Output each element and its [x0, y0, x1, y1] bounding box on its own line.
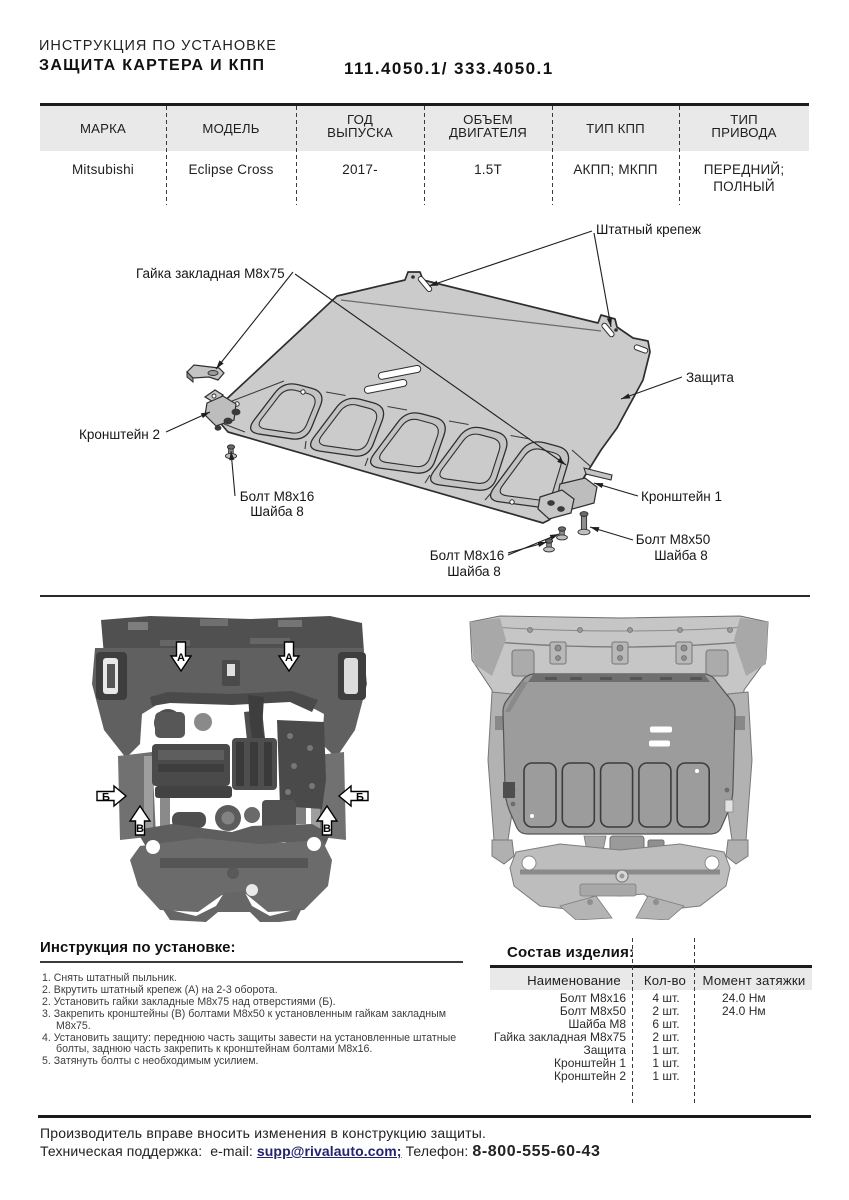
svg-text:Кронштейн 1: Кронштейн 1: [641, 489, 722, 504]
svg-text:Защита: Защита: [686, 370, 734, 385]
svg-text:Штатный крепеж: Штатный крепеж: [596, 222, 701, 237]
svg-text:А: А: [177, 652, 185, 664]
svg-text:Б: Б: [356, 792, 364, 804]
svg-text:Б: Б: [102, 792, 110, 804]
svg-text:А: А: [285, 652, 293, 664]
svg-text:В: В: [136, 823, 144, 835]
svg-text:Гайка закладная М8х75: Гайка закладная М8х75: [136, 266, 285, 281]
svg-text:Шайба 8: Шайба 8: [250, 504, 304, 519]
svg-text:Шайба 8: Шайба 8: [654, 548, 708, 563]
svg-text:Кронштейн 2: Кронштейн 2: [79, 427, 160, 442]
svg-text:Болт М8х16: Болт М8х16: [240, 489, 314, 504]
svg-text:Болт М8х16: Болт М8х16: [430, 548, 504, 563]
svg-text:Болт М8х50: Болт М8х50: [636, 532, 710, 547]
svg-text:Шайба 8: Шайба 8: [447, 564, 501, 579]
svg-text:В: В: [323, 823, 331, 835]
